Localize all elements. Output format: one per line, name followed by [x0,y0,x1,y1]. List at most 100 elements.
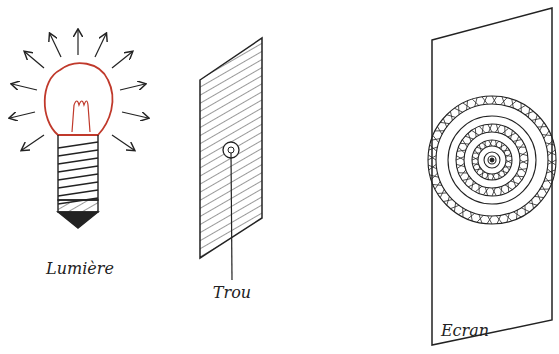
ring-texture [472,181,474,190]
ring-texture [515,136,519,144]
ring [456,124,528,196]
ring-texture [547,169,554,175]
ring-texture [472,158,478,160]
ring-texture [492,96,497,104]
ring [484,152,500,168]
ring-texture [494,141,498,146]
screen-label: Ecran [441,321,489,340]
ring-texture [492,188,496,196]
ring-texture [489,124,492,132]
ring-texture [511,181,519,184]
ring-texture [465,176,469,184]
ring-texture [540,122,544,130]
ring-texture [521,103,522,112]
ring-texture [506,160,512,163]
ring-texture [460,170,466,177]
ring-texture [528,108,529,117]
thread-line [58,190,98,196]
ring-texture [506,160,512,162]
ring [488,156,496,164]
ring-texture [512,99,514,108]
ring-texture [482,171,483,178]
ring-texture [520,160,528,164]
ring-texture [504,126,505,135]
thread-line [58,166,98,172]
ring-texture [456,157,464,160]
ring-texture [492,174,495,180]
ring-texture [488,124,492,132]
ring-texture [528,203,537,206]
ring-texture [462,208,463,217]
ring [464,132,520,188]
ring-texture [483,188,488,195]
ring-texture [485,174,489,179]
ring-texture [535,196,544,197]
ring-texture [515,175,524,177]
ring-texture [430,145,437,151]
ring-texture [504,166,511,167]
screen [428,8,556,345]
ring-texture [472,99,479,105]
ring-texture [489,140,492,146]
ring-texture [518,169,527,170]
ring-texture [479,214,482,223]
ring-texture [428,156,436,160]
ring-texture [472,130,479,135]
ring-texture [495,140,496,147]
thread-line [58,182,98,188]
light-bulb [45,63,113,228]
leader-line [231,153,232,280]
ring [448,116,536,204]
thread-line [58,142,98,148]
ring-texture [429,164,436,170]
ring-texture [496,124,498,133]
ring-texture [544,180,553,182]
ring-texture [505,214,512,220]
ring-texture [454,203,455,212]
ring-texture [457,163,464,168]
ring-texture [431,139,440,141]
ring-texture [520,160,528,163]
ring-texture [482,143,487,147]
ring-texture [544,131,549,139]
thread-line [58,150,98,156]
ring [472,140,512,180]
ring-texture [440,189,444,197]
ring-texture [501,98,507,105]
ring-texture [456,156,464,160]
ring-texture [440,122,449,123]
ring-texture [475,150,479,155]
ring-texture [548,160,556,165]
ring-texture [504,147,507,153]
ring [428,96,556,224]
ring-texture [506,153,511,157]
ring-texture [488,216,492,224]
ring-texture [473,153,480,154]
ring-texture [431,173,437,180]
ring-texture [495,125,500,132]
ring-texture [497,173,502,177]
ring-texture [535,115,538,124]
ring-texture [518,143,524,150]
ring-texture [477,147,483,149]
ring-texture [499,187,505,193]
ring-texture [501,143,502,150]
ring-texture [429,147,438,150]
ring-texture [520,151,527,156]
ring-texture [477,167,480,173]
ring-texture [460,143,469,145]
diffraction-rings [428,96,556,224]
ring-texture [548,150,555,156]
ring-texture [463,103,471,108]
ring-texture [487,216,492,224]
ring-texture [501,171,507,173]
plate-with-hole [200,38,262,280]
ring-texture [540,189,549,190]
ring-texture [485,187,487,196]
ring-texture [473,162,478,166]
ring-texture [428,155,436,160]
ring-texture [505,185,512,190]
ring-texture [482,97,488,104]
ring-texture [435,181,440,189]
